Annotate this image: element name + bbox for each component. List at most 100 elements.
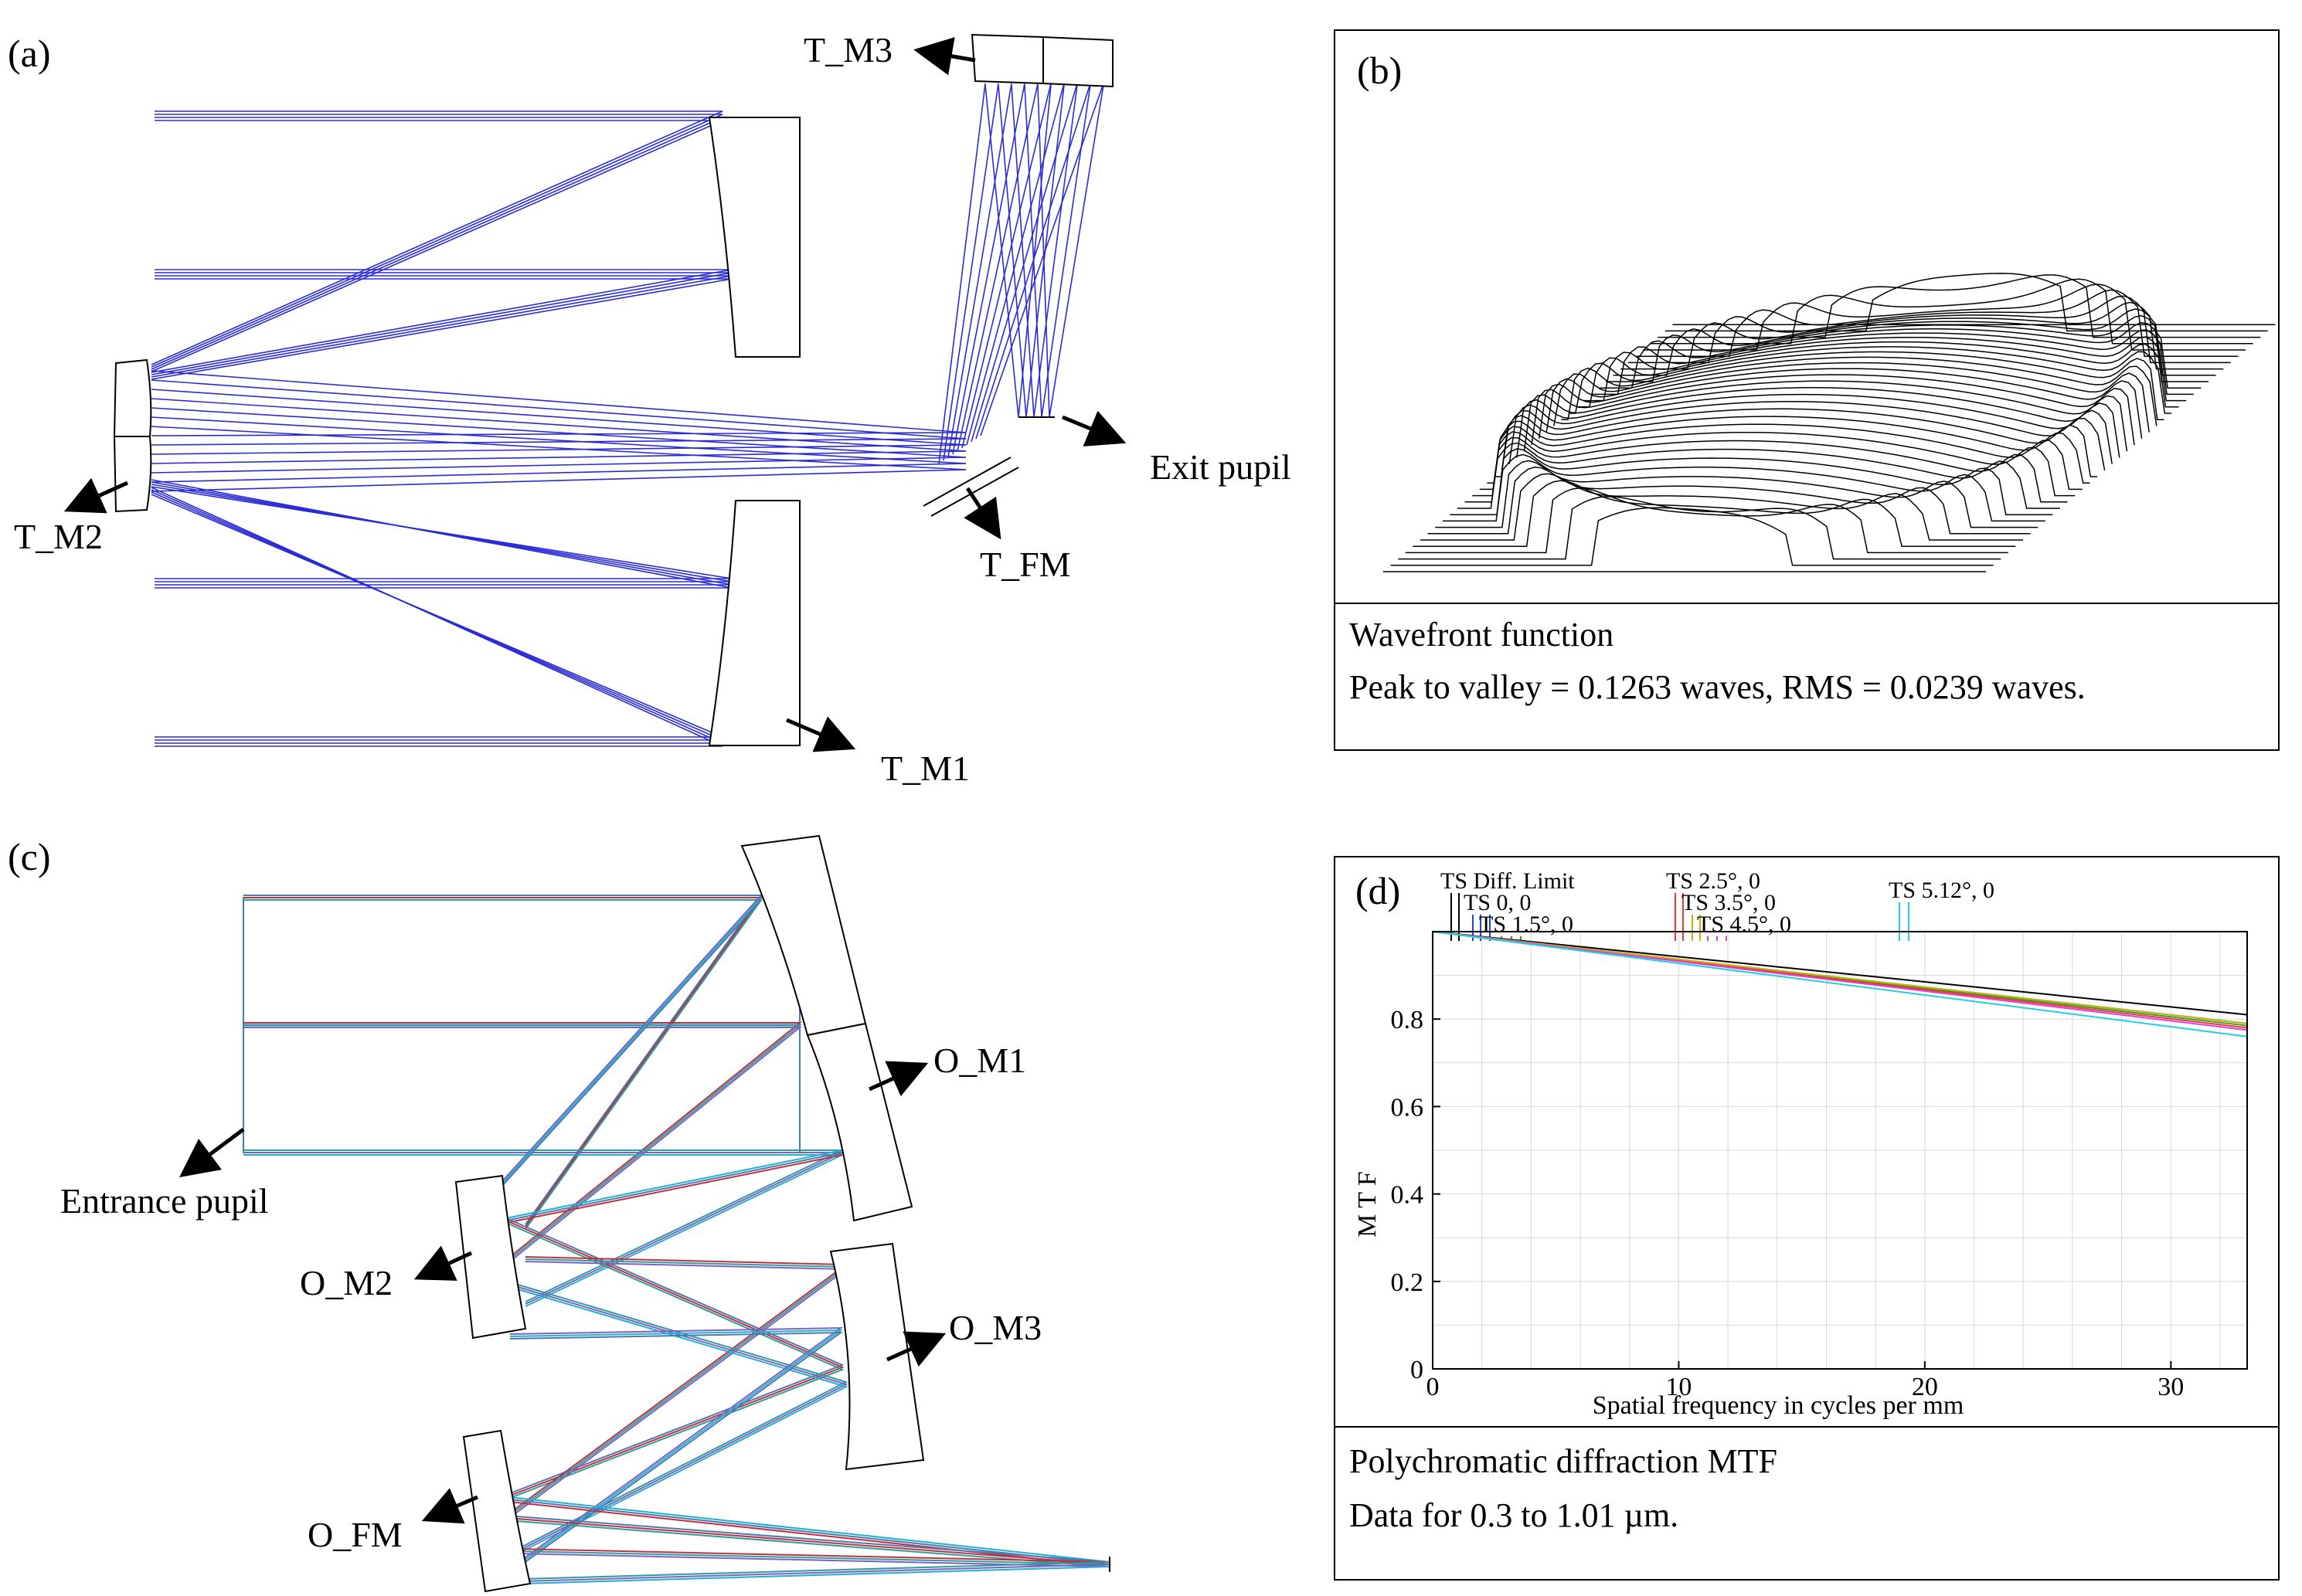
panel-c-ray-diagram bbox=[179, 834, 1110, 1593]
ray-path bbox=[502, 1498, 1110, 1565]
ray-path bbox=[151, 457, 967, 474]
wavefront-trace bbox=[1538, 368, 2143, 439]
panel-a-ray-diagram bbox=[63, 33, 1127, 752]
ray-path bbox=[243, 1022, 802, 1258]
o-m1-label: O_M1 bbox=[933, 1041, 1027, 1080]
ray-path bbox=[151, 379, 967, 440]
wavefront-surface-plot bbox=[1383, 273, 2276, 572]
ray-path bbox=[151, 398, 967, 452]
wavefront-trace bbox=[1390, 507, 1994, 566]
legend-label: TS 1.5°, 0 bbox=[1479, 912, 1573, 937]
ray-path bbox=[151, 110, 723, 365]
o-m2-arrow bbox=[413, 1245, 473, 1281]
wavefront-trace bbox=[1398, 496, 2001, 560]
ray-path bbox=[151, 370, 967, 433]
t-m3-arrow bbox=[913, 37, 976, 76]
mtf-series-line bbox=[1432, 931, 2248, 1037]
ray-path bbox=[952, 83, 1025, 455]
o-m3-mirror bbox=[829, 1242, 925, 1471]
ray-path bbox=[961, 83, 1052, 449]
ray-path bbox=[1037, 84, 1050, 418]
wavefront-title: Wavefront function bbox=[1349, 616, 1614, 654]
ray-path bbox=[151, 444, 967, 455]
wavefront-trace bbox=[1413, 480, 2016, 547]
ray-path bbox=[151, 469, 967, 492]
o-m3-arrow bbox=[886, 1331, 947, 1367]
ray-path bbox=[494, 1326, 844, 1581]
o-m1-mirror bbox=[740, 834, 913, 1222]
x-tick-label: 20 bbox=[1912, 1373, 1938, 1401]
ray-path bbox=[938, 83, 986, 464]
wavefront-trace bbox=[1457, 442, 2060, 509]
wavefront-trace bbox=[1583, 336, 2187, 402]
ray-path bbox=[1033, 84, 1078, 418]
ray-path bbox=[494, 1564, 1110, 1583]
wavefront-trace bbox=[1464, 436, 2068, 503]
ray-path bbox=[1018, 84, 1052, 418]
ray-path bbox=[151, 463, 967, 483]
wavefront-stats: Peak to valley = 0.1263 waves, RMS = 0.0… bbox=[1349, 668, 2086, 706]
ray-path bbox=[980, 83, 1104, 436]
o-fm-mirror bbox=[462, 1429, 532, 1593]
y-tick-label: 0.8 bbox=[1391, 1006, 1424, 1034]
t-fm-label: T_FM bbox=[980, 545, 1071, 584]
t-fm-arrow bbox=[964, 487, 1001, 540]
ray-path bbox=[1049, 84, 1104, 418]
t-m3-label: T_M3 bbox=[804, 30, 893, 70]
ray-path bbox=[151, 114, 723, 368]
mtf-series-line bbox=[1432, 931, 2248, 1024]
wavefront-trace bbox=[1523, 380, 2128, 452]
exit-pupil-label: Exit pupil bbox=[1150, 447, 1291, 487]
legend-label: TS 4.5°, 0 bbox=[1697, 912, 1791, 937]
entrance-pupil-label: Entrance pupil bbox=[60, 1181, 269, 1221]
panel-b: (b) Wavefront function Peak to valley = … bbox=[1334, 29, 2280, 751]
t-m1-mirror bbox=[708, 117, 801, 746]
wavefront-trace bbox=[1576, 341, 2179, 408]
panel-d-label: (d) bbox=[1355, 869, 1401, 912]
ray-path bbox=[151, 416, 967, 464]
wavefront-trace bbox=[1487, 416, 2090, 484]
t-m1-arrow bbox=[786, 716, 856, 752]
mtf-series-line bbox=[1432, 931, 2248, 1031]
wavefront-trace bbox=[1606, 314, 2208, 382]
ray-path bbox=[502, 1222, 845, 1502]
wavefront-trace bbox=[1479, 423, 2083, 491]
wavefront-trace bbox=[1508, 393, 2113, 464]
ray-path bbox=[998, 84, 1027, 418]
ray-path bbox=[943, 83, 999, 461]
ray-path bbox=[1024, 84, 1042, 418]
ray-path bbox=[151, 117, 723, 370]
legend-label: TS 2.5°, 0 bbox=[1666, 868, 1760, 894]
ray-path bbox=[502, 1284, 848, 1554]
ray-path bbox=[984, 84, 1019, 418]
ray-path bbox=[1041, 84, 1091, 418]
t-m1-label: T_M1 bbox=[881, 749, 970, 788]
ray-path bbox=[502, 1279, 848, 1550]
legend-label: TS 0, 0 bbox=[1464, 890, 1532, 915]
ray-path bbox=[151, 438, 967, 446]
exit-pupil-arrow bbox=[1062, 410, 1127, 447]
t-fm-mirror bbox=[923, 457, 1012, 507]
entrance-pupil-arrow bbox=[179, 1127, 245, 1177]
x-axis-label: Spatial frequency in cycles per mm bbox=[1593, 1391, 1964, 1420]
ray-path bbox=[505, 1520, 1110, 1567]
t-m3-mirror bbox=[971, 33, 1114, 88]
ray-path bbox=[1011, 84, 1035, 418]
mtf-series-line bbox=[1432, 931, 2248, 1016]
o-m1-arrow bbox=[868, 1061, 929, 1097]
y-tick-label: 0.2 bbox=[1391, 1268, 1424, 1297]
wavefront-trace bbox=[1531, 374, 2135, 446]
wavefront-trace bbox=[1545, 362, 2150, 433]
ray-path bbox=[971, 83, 1078, 443]
ray-path bbox=[505, 1154, 843, 1224]
ray-path bbox=[151, 120, 723, 372]
wavefront-trace bbox=[1435, 460, 2038, 528]
ray-path bbox=[151, 389, 967, 446]
ray-path bbox=[947, 83, 1012, 458]
wavefront-trace bbox=[1643, 284, 2246, 351]
ray-path bbox=[505, 1517, 1110, 1565]
wavefront-trace bbox=[1405, 487, 2008, 554]
wavefront-trace bbox=[1635, 289, 2239, 357]
panel-c-label: (c) bbox=[8, 835, 51, 878]
